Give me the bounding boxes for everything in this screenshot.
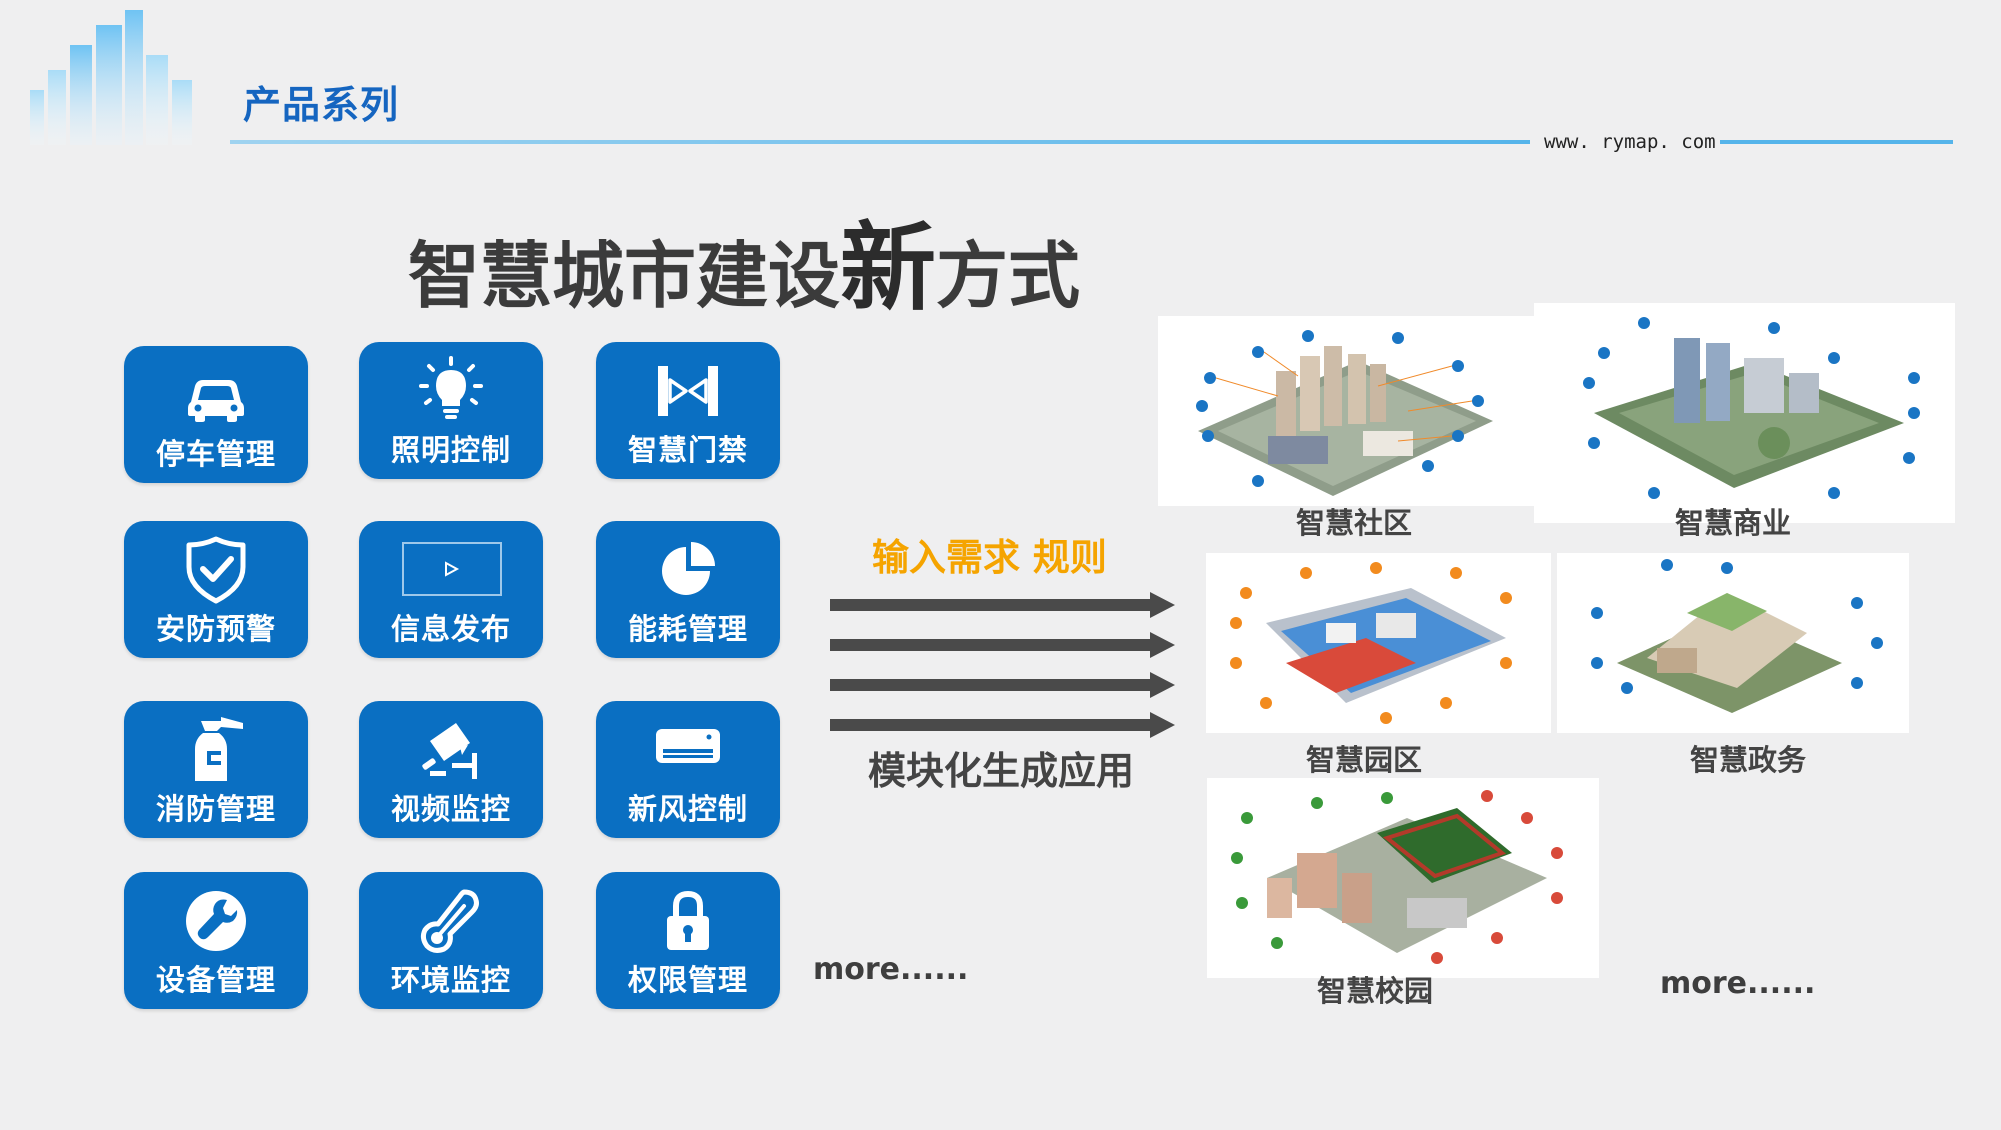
module-label: 智慧门禁 [627, 433, 748, 467]
module-label: 安防预警 [155, 612, 276, 646]
more-modules-link[interactable]: more...... [813, 952, 969, 987]
fire-extinguisher-icon [195, 717, 243, 781]
government-aerial-illustration [1591, 559, 1883, 713]
commercial-aerial-illustration [1583, 317, 1920, 499]
module-label: 消防管理 [155, 792, 276, 826]
shield-check-icon [186, 536, 246, 604]
pie-chart-icon [662, 542, 715, 595]
park-aerial-illustration [1230, 562, 1512, 724]
product-card-campus[interactable] [1207, 778, 1599, 978]
input-requirements-label: 输入需求 规则 [872, 536, 1107, 579]
module-tile-fire[interactable]: 消防管理 [124, 701, 308, 838]
headline: 智慧城市建设新方式 [408, 190, 1080, 329]
module-tile-permission[interactable]: 权限管理 [596, 872, 780, 1009]
module-tile-equipment[interactable]: 设备管理 [124, 872, 308, 1009]
module-tile-fresh-air[interactable]: 新风控制 [596, 701, 780, 838]
section-title: 产品系列 [243, 83, 400, 127]
module-tile-access[interactable]: 智慧门禁 [596, 342, 780, 479]
wrench-icon [186, 891, 246, 951]
header-rule-left [230, 140, 1530, 144]
product-card-government[interactable] [1557, 553, 1909, 733]
module-tile-security[interactable]: 安防预警 [124, 521, 308, 658]
campus-aerial-illustration [1231, 790, 1563, 964]
site-url[interactable]: www. rymap. com [1544, 131, 1716, 153]
product-label-commercial: 智慧商业 [1675, 506, 1792, 540]
product-card-commercial[interactable] [1534, 303, 1955, 523]
product-label-campus: 智慧校园 [1317, 974, 1434, 1008]
header-rule-right [1720, 140, 1953, 144]
product-label-park: 智慧园区 [1306, 743, 1423, 777]
module-label: 权限管理 [627, 963, 748, 997]
car-icon [188, 380, 244, 422]
module-label: 停车管理 [155, 437, 276, 471]
module-tile-lighting[interactable]: 照明控制 [359, 342, 543, 479]
flow-arrow [830, 712, 1175, 738]
module-label: 设备管理 [155, 963, 276, 997]
module-tile-environment[interactable]: 环境监控 [359, 872, 543, 1009]
thermometer-icon [420, 889, 479, 953]
module-label: 信息发布 [390, 612, 511, 646]
module-tile-info-publish[interactable]: 信息发布 [359, 521, 543, 658]
air-conditioner-icon [656, 729, 720, 763]
lock-icon [667, 890, 709, 950]
product-label-community: 智慧社区 [1296, 506, 1413, 540]
module-tile-video[interactable]: 视频监控 [359, 701, 543, 838]
more-products-link[interactable]: more...... [1660, 966, 1816, 1001]
flow-arrow [830, 632, 1175, 658]
cctv-camera-icon [422, 723, 477, 779]
gate-icon [658, 366, 718, 416]
product-card-community[interactable] [1158, 316, 1534, 506]
headline-emphasis: 新 [840, 212, 937, 324]
product-card-park[interactable] [1206, 553, 1551, 733]
product-label-government: 智慧政务 [1690, 743, 1807, 777]
module-label: 环境监控 [390, 963, 511, 997]
module-tile-energy[interactable]: 能耗管理 [596, 521, 780, 658]
headline-part1: 智慧城市建设 [408, 234, 841, 318]
module-label: 视频监控 [390, 792, 511, 826]
headline-part2: 方式 [936, 234, 1081, 318]
module-label: 能耗管理 [627, 612, 748, 646]
module-tile-parking[interactable]: 停车管理 [124, 346, 308, 483]
modular-generation-label: 模块化生成应用 [868, 749, 1135, 793]
flow-arrow [830, 592, 1175, 618]
community-aerial-illustration [1196, 330, 1493, 496]
module-label: 新风控制 [627, 792, 748, 826]
screen-play-icon [402, 542, 502, 596]
city-buildings-logo-icon [30, 10, 192, 145]
flow-arrow [830, 672, 1175, 698]
lightbulb-icon [419, 356, 483, 419]
module-label: 照明控制 [390, 433, 511, 467]
